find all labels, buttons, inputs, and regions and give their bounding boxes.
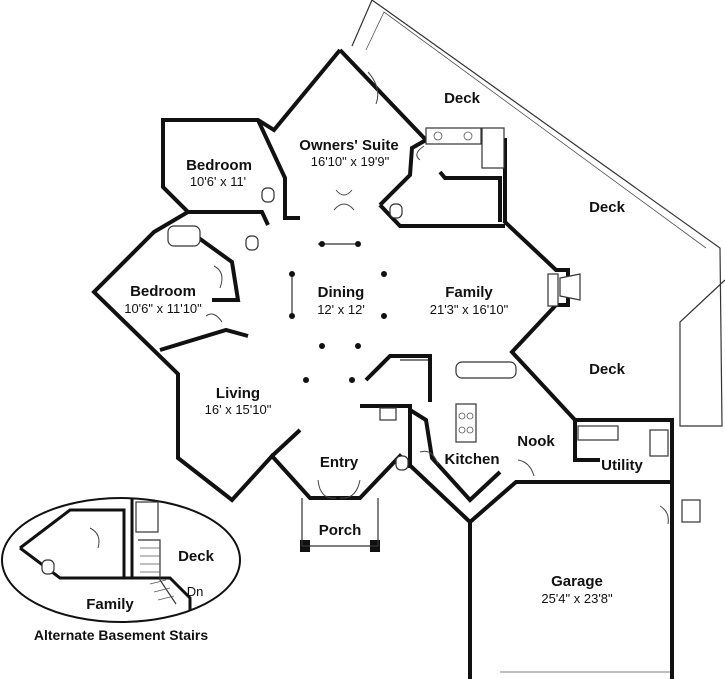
owners-suite-dim: 16'10" x 19'9" [311, 154, 390, 169]
interior-wall [159, 327, 249, 352]
bedroom2-dim: 10'6" x 11'10" [124, 301, 202, 316]
bedroom2-label: Bedroom [130, 283, 196, 300]
interior-wall [194, 234, 241, 302]
bedroom1-dim: 10'6' x 11' [190, 174, 246, 189]
column [289, 313, 295, 319]
bedroom1-label: Bedroom [186, 157, 252, 174]
column [381, 313, 387, 319]
owners-suite-label: Owners' Suite [299, 137, 398, 154]
living-label: Living [216, 385, 260, 402]
deck-right-label: Deck [589, 199, 626, 216]
column [355, 343, 361, 349]
interior-wall [378, 203, 505, 228]
inset-deck-label: Deck [178, 548, 215, 565]
family-dim: 21'3" x 16'10" [430, 302, 509, 317]
porch-outline [301, 498, 379, 547]
column [289, 271, 295, 277]
shower [481, 127, 505, 169]
interior-wall [408, 408, 502, 503]
hearth [547, 273, 559, 307]
door-swing [367, 71, 379, 105]
garage-dim: 25'4" x 23'8" [541, 591, 613, 606]
garage-label: Garage [551, 573, 603, 590]
interior-wall [573, 420, 600, 462]
door-swing [213, 265, 223, 289]
door-swing [659, 505, 669, 525]
inset-plan [19, 498, 192, 610]
inset-family-label: Family [86, 596, 134, 613]
deck-rail [365, 11, 707, 249]
kitchen-island [455, 403, 477, 443]
dining-dim: 12' x 12' [317, 302, 365, 317]
burner [458, 412, 466, 420]
family-bar-counter [455, 361, 517, 379]
inset-frame [1, 497, 241, 623]
door-swing [333, 189, 355, 211]
column [319, 343, 325, 349]
utility-label: Utility [601, 457, 643, 474]
utility-counter [577, 425, 619, 441]
sink [463, 131, 473, 141]
interior-wall [360, 404, 412, 468]
deck-outline [351, 0, 725, 427]
deck-lower-label: Deck [589, 361, 626, 378]
burner [458, 426, 466, 434]
dining-label: Dining [318, 284, 365, 301]
door-swing [205, 313, 223, 323]
tub [167, 225, 201, 247]
powder-sink [379, 407, 397, 421]
door-swing [317, 479, 361, 499]
burner [466, 426, 474, 434]
interior-wall [438, 170, 502, 222]
inset-caption: Alternate Basement Stairs [34, 627, 209, 643]
interior-wall [188, 210, 270, 226]
interior-wall [256, 119, 300, 220]
toilet [389, 203, 403, 219]
kitchen-label: Kitchen [444, 451, 499, 468]
living-dim: 16' x 15'10" [205, 402, 272, 417]
entry-label: Entry [320, 454, 359, 471]
column [319, 241, 325, 247]
inset-dn-label: Dn [187, 584, 204, 599]
porch-label: Porch [319, 522, 362, 539]
interior-wall [378, 138, 427, 207]
column [303, 377, 309, 383]
column [349, 377, 355, 383]
door-swing [517, 459, 535, 477]
family-label: Family [445, 284, 493, 301]
washer [649, 429, 669, 457]
column [381, 271, 387, 277]
toilet [395, 455, 409, 471]
burner [466, 412, 474, 420]
door-swing [419, 450, 439, 465]
nook-label: Nook [517, 433, 555, 450]
interior-wall [364, 354, 432, 402]
toilet [245, 235, 259, 251]
interior-wall [270, 428, 302, 458]
toilet [261, 187, 275, 203]
fireplace [559, 273, 581, 301]
sink [433, 131, 443, 141]
garage-step [681, 499, 701, 523]
column [355, 241, 361, 247]
deck-top-label: Deck [444, 90, 481, 107]
door-swing [416, 145, 425, 161]
